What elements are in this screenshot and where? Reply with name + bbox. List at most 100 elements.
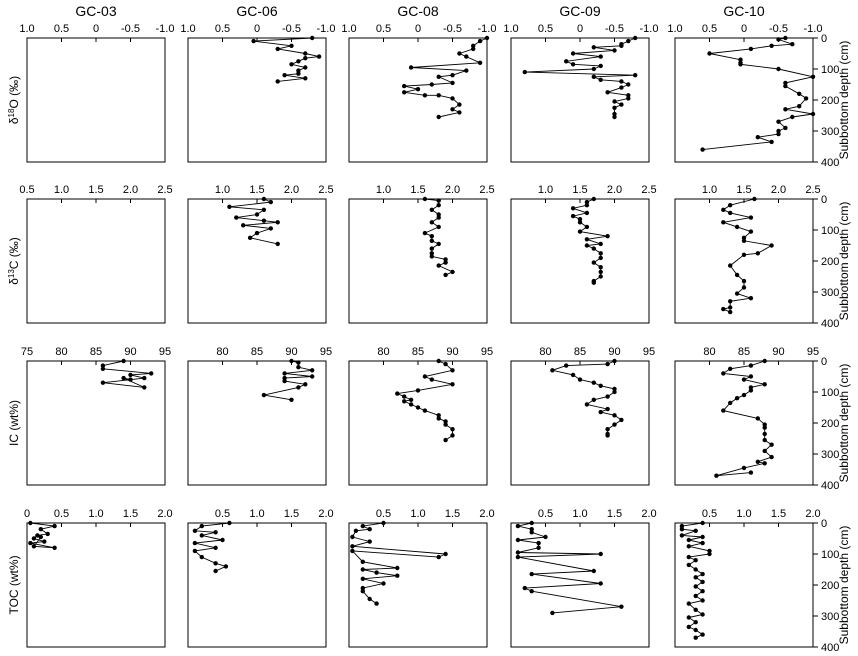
data-point-d13c-gc-10 [734,224,740,230]
x-tick-label-toc-gc-06: 0.5 [215,508,230,520]
data-point-ic-gc-08 [402,394,407,399]
x-tick-label-ic-gc-03: 95 [159,346,171,358]
data-point-ic-gc-09 [612,386,617,392]
data-point-ic-gc-06 [310,368,315,373]
data-point-ic-gc-09 [605,394,610,399]
x-tick-label-ic-gc-03: 90 [124,346,136,358]
depth-tick-label-d13c: 100 [821,225,839,237]
data-point-ic-gc-10 [769,454,774,460]
depth-tick-label-d13c: 400 [821,318,839,330]
depth-tick-label-toc: 100 [821,549,839,561]
data-point-d13c-gc-06 [261,196,267,202]
x-tick-label-d13c-gc-06: 2.5 [318,184,333,196]
x-tick-label-ic-gc-09: 95 [643,346,655,358]
data-point-d13c-gc-09 [584,243,590,248]
data-point-ic-gc-06 [289,358,294,364]
data-point-d13c-gc-09 [598,241,603,247]
data-point-toc-gc-08 [436,554,441,560]
data-point-d18o-gc-10 [797,104,802,109]
data-point-toc-gc-09 [598,581,603,586]
ylabel-part: 13 [7,269,16,278]
data-point-d18o-gc-09 [619,43,624,48]
data-point-toc-gc-03 [28,520,33,526]
x-tick-label-d13c-gc-08: 2.5 [479,184,494,196]
data-point-toc-gc-10 [693,593,698,599]
data-point-ic-gc-10 [728,400,733,406]
data-point-toc-gc-03 [35,533,40,538]
data-point-d13c-gc-06 [241,223,246,228]
data-point-toc-gc-10 [686,615,691,620]
data-point-d18o-gc-06 [275,79,280,84]
data-point-toc-gc-08 [360,576,365,581]
data-point-d18o-gc-10 [738,62,743,67]
x-tick-label-toc-gc-03: 0.5 [54,508,69,520]
data-point-toc-gc-08 [353,528,359,533]
x-tick-label-d13c-gc-10: 2.5 [805,184,820,196]
data-point-d18o-gc-09 [612,105,617,111]
data-point-toc-gc-08 [360,585,365,591]
data-point-ic-gc-09 [570,372,576,378]
data-point-toc-gc-03 [52,545,57,550]
data-point-d13c-gc-09 [570,213,576,219]
depth-tick-label-toc: 400 [821,642,839,654]
data-point-d18o-gc-09 [619,85,624,90]
data-point-ic-gc-06 [310,374,315,379]
data-point-ic-gc-10 [755,416,760,421]
ylabel-part: O (‰) [7,76,21,109]
panel-frame-d13c-gc-03 [26,198,166,324]
panel-frame-d18o-gc-03 [26,37,166,163]
data-point-toc-gc-03 [38,534,43,540]
data-point-d13c-gc-10 [769,243,774,248]
data-point-d13c-gc-09 [584,210,590,216]
data-point-d13c-gc-08 [422,196,428,202]
data-point-d18o-gc-08 [457,51,462,56]
data-point-d18o-gc-10 [783,83,788,89]
data-point-d18o-gc-09 [626,38,631,44]
data-point-ic-gc-09 [612,413,617,418]
data-point-d13c-gc-08 [429,251,434,256]
core-title-gc-08: GC-08 [397,3,438,19]
data-point-d13c-gc-09 [598,269,603,275]
series-line-toc-gc-06 [193,522,230,572]
series-line-ic-gc-06 [263,360,313,401]
data-point-toc-gc-08 [350,548,355,554]
data-point-ic-gc-08 [408,402,414,407]
data-point-ic-gc-08 [443,419,448,424]
data-point-toc-gc-09 [529,530,534,535]
x-tick-label-d18o-gc-08: -0.5 [443,23,462,35]
data-point-ic-gc-08 [436,358,441,364]
x-tick-label-toc-gc-08: 2.0 [479,508,494,520]
series-line-d18o-gc-09 [524,37,636,117]
series-line-d18o-gc-10 [702,37,814,151]
x-tick-label-d18o-gc-06: 0 [254,23,260,35]
data-point-d18o-gc-09 [564,59,569,64]
data-point-d13c-gc-09 [584,203,590,208]
data-point-ic-gc-10 [762,448,767,454]
data-point-d13c-gc-08 [436,198,441,203]
data-point-ic-gc-10 [721,371,726,376]
series-line-ic-gc-09 [550,360,623,436]
data-point-ic-gc-10 [734,396,740,401]
data-point-toc-gc-09 [529,571,534,577]
data-point-d18o-gc-08 [415,87,421,92]
data-point-d18o-gc-06 [303,56,308,61]
data-point-d18o-gc-10 [776,128,781,134]
data-point-toc-gc-10 [700,598,705,603]
data-point-toc-gc-08 [360,523,365,529]
data-point-toc-gc-03 [45,531,50,537]
data-point-d18o-gc-10 [776,119,781,124]
data-point-d18o-gc-08 [402,90,407,95]
data-point-toc-gc-06 [213,568,218,574]
data-point-d13c-gc-08 [443,260,448,265]
data-point-d13c-gc-08 [443,257,448,262]
data-point-d13c-gc-10 [748,229,754,234]
data-point-ic-gc-09 [612,422,617,427]
x-tick-label-toc-gc-10: 1.5 [771,508,786,520]
x-tick-label-toc-gc-09: 0.5 [538,508,553,520]
depth-tick-label-ic: 0 [821,356,827,368]
data-point-ic-gc-09 [591,380,596,385]
x-tick-label-d13c-gc-09: 2.0 [607,184,622,196]
data-point-toc-gc-09 [515,537,521,543]
data-point-ic-gc-10 [748,363,754,368]
data-point-toc-gc-06 [213,530,218,535]
